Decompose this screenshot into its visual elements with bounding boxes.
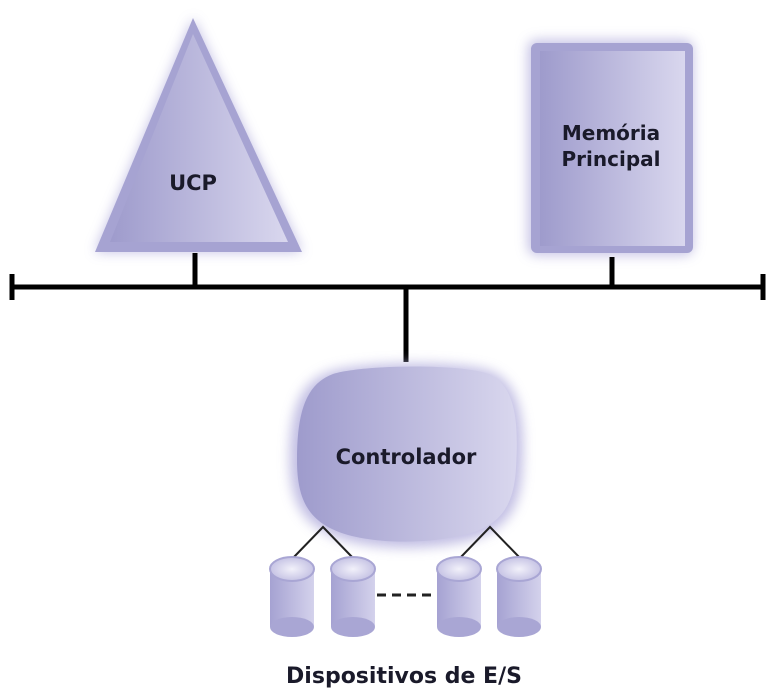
cpu-node: UCP xyxy=(95,18,302,252)
io-device xyxy=(269,556,315,637)
cpu-label: UCP xyxy=(169,171,217,195)
io-device xyxy=(330,556,376,637)
controller-label: Controlador xyxy=(336,445,477,469)
system-bus xyxy=(9,253,766,362)
controller-node: Controlador xyxy=(290,363,523,548)
memory-node: Memória Principal xyxy=(528,40,693,255)
io-device xyxy=(496,556,542,637)
device-connectors xyxy=(292,525,521,597)
memory-label-line2: Principal xyxy=(562,147,661,171)
io-device xyxy=(436,556,482,637)
memory-label-line1: Memória xyxy=(562,121,660,145)
devices-label: Dispositivos de E/S xyxy=(286,664,522,689)
